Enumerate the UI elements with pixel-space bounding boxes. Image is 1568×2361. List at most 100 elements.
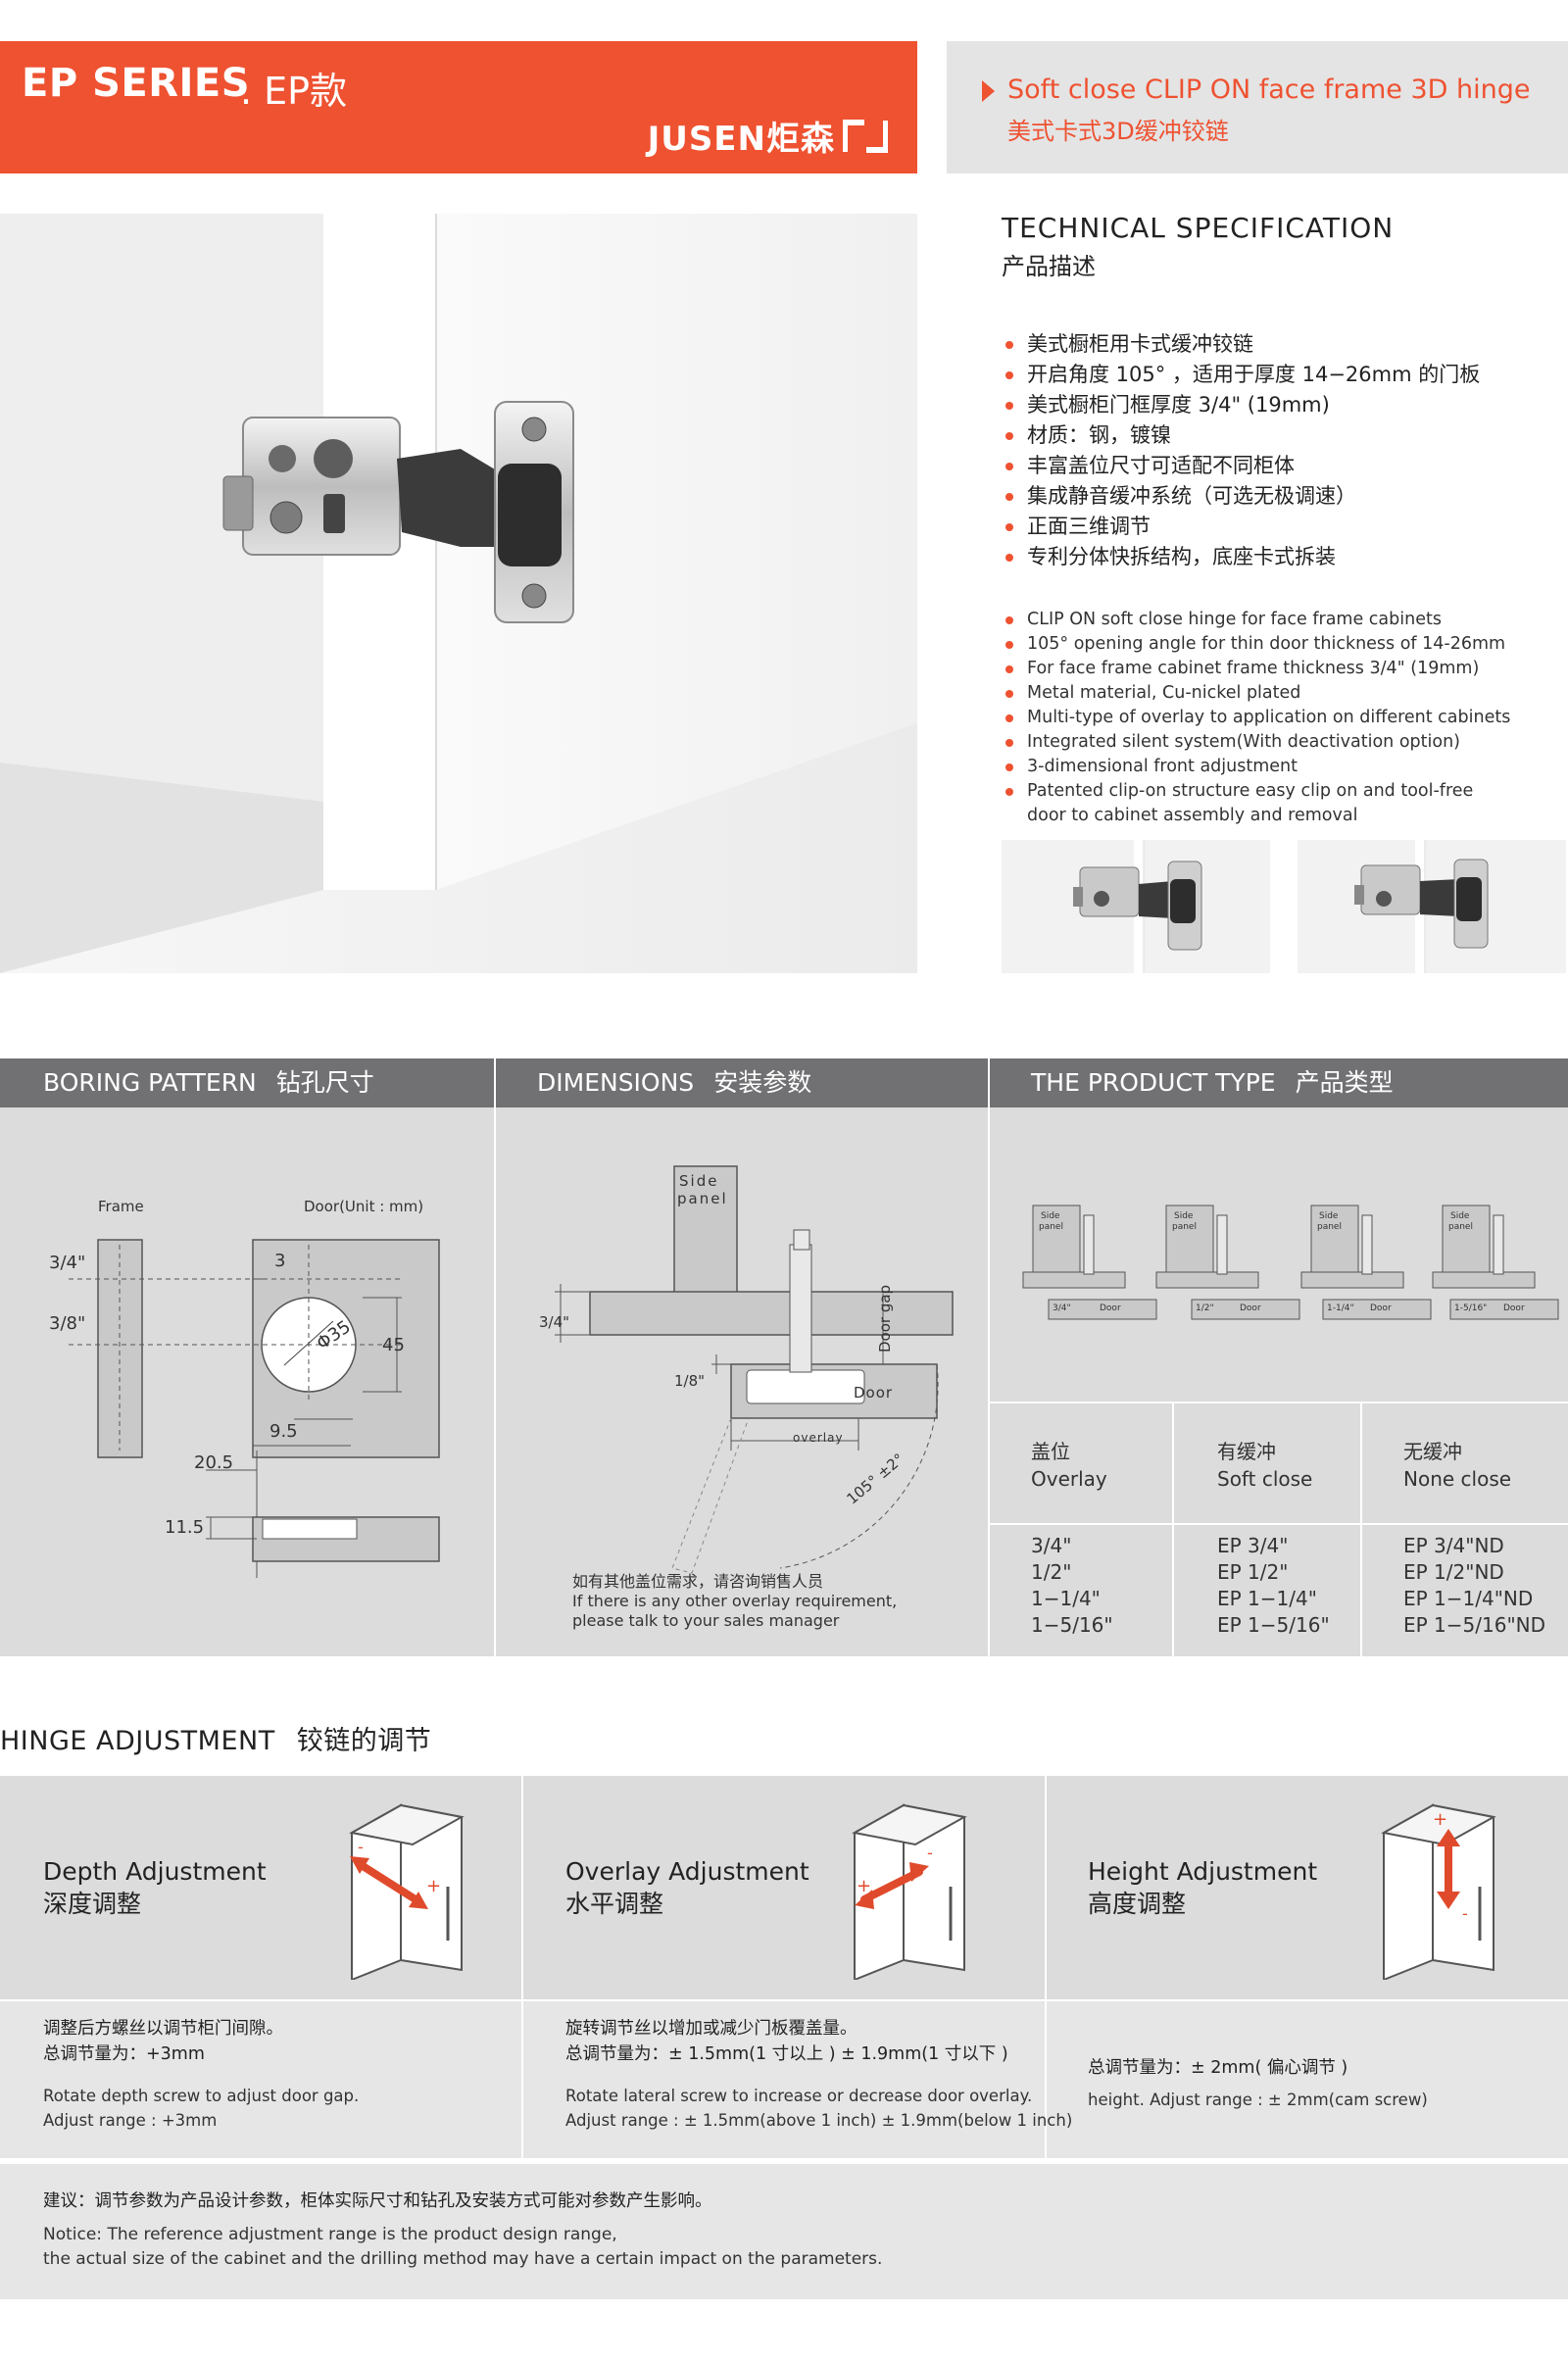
spec-item-zh: 美式橱柜门框厚度 3/4" (19mm) bbox=[1004, 390, 1480, 420]
door-label: Door bbox=[1100, 1303, 1121, 1313]
overlay-adjustment-title-zh: 水平调整 bbox=[565, 1890, 664, 1918]
dimensions-title-zh: 安装参数 bbox=[713, 1068, 812, 1097]
side-label: Side bbox=[1174, 1211, 1194, 1221]
dimensions-title: DIMENSIONS bbox=[537, 1068, 695, 1097]
col-soft-close-zh: 有缓冲 bbox=[1217, 1440, 1276, 1463]
spec-item-en: CLIP ON soft close hinge for face frame … bbox=[1004, 608, 1513, 632]
dim-9-5-label: 9.5 bbox=[270, 1421, 298, 1442]
adjustment-descriptions bbox=[0, 2001, 1568, 2158]
panel-label: panel bbox=[1448, 1222, 1473, 1232]
overlay-label: overlay bbox=[793, 1431, 844, 1445]
spec-item-zh: 正面三维调节 bbox=[1004, 512, 1480, 542]
overlay-3-4-label: 3/4" bbox=[1053, 1303, 1071, 1313]
table-divider bbox=[1172, 1402, 1174, 1656]
overlay-note-en-2: please talk to your sales manager bbox=[572, 1611, 840, 1630]
door-unit-label: Door(Unit : mm) bbox=[304, 1198, 424, 1215]
header-banner: EP SERIES . EP款 JUSEN炬森 bbox=[0, 41, 917, 173]
dim-3-4-label: 3/4" bbox=[539, 1313, 570, 1331]
adjustment-panels bbox=[0, 1776, 1568, 2001]
table-divider bbox=[1360, 1402, 1362, 1656]
door-label: Door bbox=[1503, 1303, 1525, 1313]
logo-mark-icon bbox=[843, 119, 888, 153]
spec-item-en: 105° opening angle for thin door thickne… bbox=[1004, 632, 1513, 657]
notice-en-2: the actual size of the cabinet and the d… bbox=[43, 2249, 883, 2269]
table-cell: EP 1−1/4"ND bbox=[1403, 1587, 1534, 1610]
table-cell: EP 1−1/4" bbox=[1217, 1587, 1317, 1610]
product-name-zh: 美式卡式3D缓冲铰链 bbox=[1007, 118, 1229, 145]
spec-item-zh: 专利分体快拆结构，底座卡式拆装 bbox=[1004, 542, 1480, 572]
height-adjustment-title-zh: 高度调整 bbox=[1088, 1890, 1187, 1918]
divider bbox=[1045, 1776, 1047, 2158]
table-divider bbox=[990, 1402, 1568, 1403]
door-gap-label: Door gap bbox=[876, 1284, 894, 1353]
svg-text:-: - bbox=[1462, 1904, 1468, 1923]
spec-item-en: Integrated silent system(With deactivati… bbox=[1004, 730, 1513, 755]
hinge-thumbnail-1 bbox=[1002, 840, 1270, 973]
depth-desc-en-1: Rotate depth screw to adjust door gap. bbox=[43, 2087, 360, 2105]
triangle-marker-icon bbox=[982, 80, 995, 102]
height-desc-zh-1: 总调节量为：± 2mm( 偏心调节 ) bbox=[1088, 2058, 1348, 2078]
table-divider bbox=[990, 1523, 1568, 1525]
product-type-panel: Side panel Side panel Side panel Side pa… bbox=[990, 1107, 1568, 1656]
spec-item-zh: 丰富盖位尺寸可适配不同柜体 bbox=[1004, 451, 1480, 481]
table-cell: EP 3/4"ND bbox=[1403, 1534, 1504, 1557]
brand-logo: JUSEN炬森 bbox=[648, 112, 888, 160]
boring-title-zh: 钻孔尺寸 bbox=[275, 1068, 374, 1097]
overlay-desc-zh-1: 旋转调节丝以增加或减少门板覆盖量。 bbox=[565, 2019, 858, 2039]
overlay-cabinet-icon: +- bbox=[852, 1803, 967, 1980]
spec-item-en: 3-dimensional front adjustment bbox=[1004, 755, 1513, 779]
panel-label: panel bbox=[1039, 1222, 1063, 1232]
overlay-desc-en-1: Rotate lateral screw to increase or decr… bbox=[565, 2087, 1033, 2105]
spec-item-zh: 开启角度 105° ，适用于厚度 14−26mm 的门板 bbox=[1004, 360, 1480, 390]
boring-pattern-header: BORING PATTERN 钻孔尺寸 bbox=[0, 1058, 494, 1107]
notice-zh: 建议：调节参数为产品设计参数，柜体实际尺寸和钻孔及安装方式可能对参数产生影响。 bbox=[43, 2191, 712, 2211]
overlay-adjustment-title: Overlay Adjustment bbox=[565, 1857, 809, 1886]
dim-11-5-label: 11.5 bbox=[165, 1517, 205, 1538]
overlay-desc-zh-2: 总调节量为：± 1.5mm(1 寸以上 ) ± 1.9mm(1 寸以下 ) bbox=[565, 2044, 1008, 2064]
spec-list-zh: 美式橱柜用卡式缓冲铰链 开启角度 105° ，适用于厚度 14−26mm 的门板… bbox=[1004, 329, 1480, 572]
col-none-close-en: None close bbox=[1403, 1467, 1512, 1491]
table-cell: EP 1−5/16" bbox=[1217, 1613, 1330, 1637]
overlay-1-2-label: 1/2" bbox=[1196, 1303, 1214, 1313]
depth-cabinet-icon: -+ bbox=[349, 1803, 465, 1980]
height-cabinet-icon: +- bbox=[1381, 1803, 1496, 1980]
table-cell: 1−1/4" bbox=[1031, 1587, 1101, 1610]
svg-text:+: + bbox=[426, 1876, 441, 1896]
door-label: Door bbox=[854, 1384, 894, 1402]
dim-45-label: 45 bbox=[382, 1335, 405, 1355]
table-cell: EP 3/4" bbox=[1217, 1534, 1289, 1557]
overlay-1-1-4-label: 1-1/4" bbox=[1327, 1303, 1354, 1313]
divider bbox=[494, 1058, 496, 1656]
panel-label: panel bbox=[1317, 1222, 1342, 1232]
divider bbox=[0, 1999, 1568, 2001]
spec-item-en: For face frame cabinet frame thickness 3… bbox=[1004, 657, 1513, 681]
col-overlay-zh: 盖位 bbox=[1031, 1440, 1070, 1463]
product-type-title-zh: 产品类型 bbox=[1295, 1068, 1394, 1097]
depth-desc-en-2: Adjust range : +3mm bbox=[43, 2111, 218, 2130]
product-name-banner: Soft close CLIP ON face frame 3D hinge 美… bbox=[947, 41, 1568, 173]
height-desc-en-1: height. Adjust range : ± 2mm(cam screw) bbox=[1088, 2090, 1428, 2109]
dimensions-diagram: Side panel 3/4" 1/8" Door gap Door overl… bbox=[496, 1107, 988, 1656]
notice-en-1: Notice: The reference adjustment range i… bbox=[43, 2225, 617, 2244]
overlay-note-en-1: If there is any other overlay requiremen… bbox=[572, 1592, 898, 1610]
table-cell: EP 1/2" bbox=[1217, 1560, 1289, 1584]
table-cell: 1/2" bbox=[1031, 1560, 1072, 1584]
spec-item-en: Patented clip-on structure easy clip on … bbox=[1004, 779, 1513, 828]
hinge-product-photo bbox=[0, 214, 917, 973]
divider bbox=[988, 1058, 990, 1656]
overlay-note-zh: 如有其他盖位需求，请咨询销售人员 bbox=[572, 1572, 824, 1591]
svg-text:+: + bbox=[857, 1876, 871, 1896]
side-label: Side bbox=[1041, 1211, 1060, 1221]
brand-logo-text: JUSEN炬森 bbox=[647, 120, 835, 159]
dim-3-8-label: 3/8" bbox=[49, 1313, 86, 1334]
overlay-desc-en-2: Adjust range : ± 1.5mm(above 1 inch) ± 1… bbox=[565, 2111, 1073, 2130]
door-label: Door bbox=[1240, 1303, 1261, 1313]
boring-pattern-diagram: Frame Door(Unit : mm) 3/4" 3/8" 3 Φ35 45… bbox=[0, 1107, 494, 1656]
svg-text:-: - bbox=[358, 1838, 364, 1856]
none-close-models: EP 3/4"ND EP 1/2"ND EP 1−1/4"ND EP 1−5/1… bbox=[1403, 1533, 1545, 1639]
table-cell: 1−5/16" bbox=[1031, 1613, 1113, 1637]
boring-title: BORING PATTERN bbox=[43, 1068, 257, 1097]
depth-desc-zh-2: 总调节量为：+3mm bbox=[43, 2044, 205, 2064]
notice-panel bbox=[0, 2164, 1568, 2299]
